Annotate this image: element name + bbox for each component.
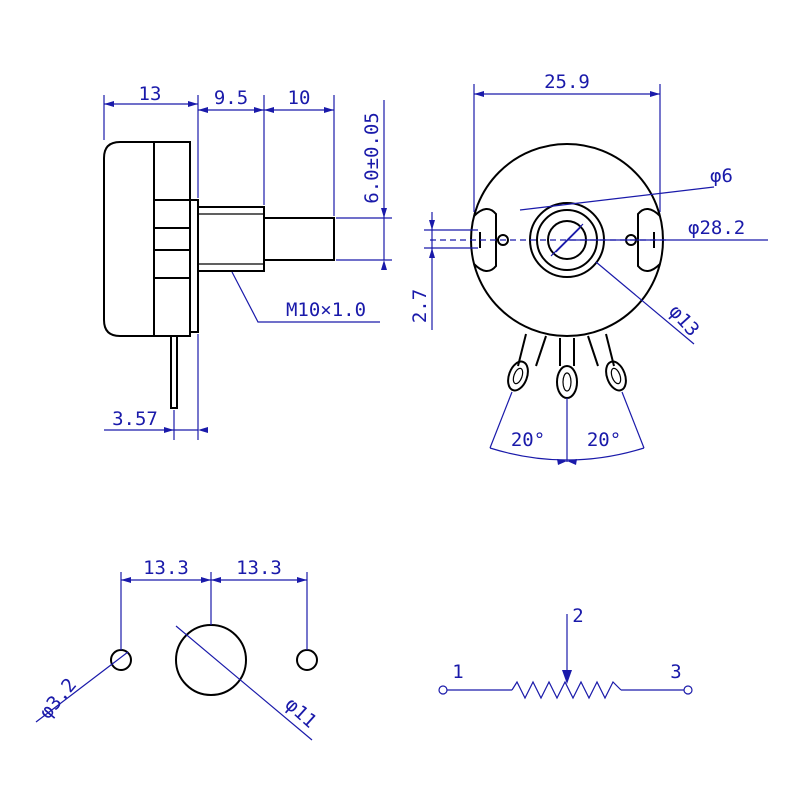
cutout-right-hole <box>296 649 318 671</box>
side-terminal-pin <box>170 335 178 409</box>
front-view: 25.9 φ6 φ28.2 φ13 2.7 20° 20° <box>409 71 768 465</box>
schematic-terminal-3 <box>683 685 693 695</box>
dim-angle-right: 20° <box>587 429 621 451</box>
dim-shaft-length: 10 <box>288 87 311 109</box>
dim-angle-left: 20° <box>511 429 545 451</box>
side-view: 13 9.5 10 6.0±0.05 M10×1.0 3.57 <box>103 83 392 440</box>
schematic-pin-2-label: 2 <box>572 605 583 627</box>
dim-overall-width: 25.9 <box>544 71 590 93</box>
dim-flat-height: 2.7 <box>409 289 431 323</box>
side-bushing <box>197 206 265 272</box>
side-shaft <box>263 217 335 261</box>
dim-mount-circle: φ28.2 <box>688 217 745 239</box>
dim-shaft-diameter: 6.0±0.05 <box>361 112 383 204</box>
dim-thread: M10×1.0 <box>286 299 366 321</box>
dim-left-spacing: 13.3 <box>143 557 189 579</box>
dim-front-shaft-dia: φ6 <box>710 165 733 187</box>
side-mount-plate <box>189 199 199 333</box>
dim-pin-hole-dia: φ3.2 <box>35 674 81 723</box>
dim-pin-offset: 3.57 <box>112 408 158 430</box>
dim-bushing-dia: φ13 <box>664 301 703 341</box>
schematic-terminal-1 <box>438 685 448 695</box>
cutout-left-hole <box>110 649 132 671</box>
panel-cutout-view: 13.3 13.3 φ3.2 φ11 <box>35 557 321 741</box>
schematic-resistor <box>511 680 622 700</box>
dim-right-spacing: 13.3 <box>236 557 282 579</box>
dim-body-width: 13 <box>139 83 162 105</box>
front-terminals <box>507 333 627 399</box>
front-hole-left <box>497 234 509 246</box>
schematic-pin-1-label: 1 <box>452 661 463 683</box>
schematic-symbol: 1 2 3 <box>438 605 693 700</box>
dim-bushing-length: 9.5 <box>214 87 248 109</box>
side-body <box>103 141 191 337</box>
dim-center-hole-dia: φ11 <box>281 693 321 732</box>
schematic-pin-3-label: 3 <box>670 661 681 683</box>
